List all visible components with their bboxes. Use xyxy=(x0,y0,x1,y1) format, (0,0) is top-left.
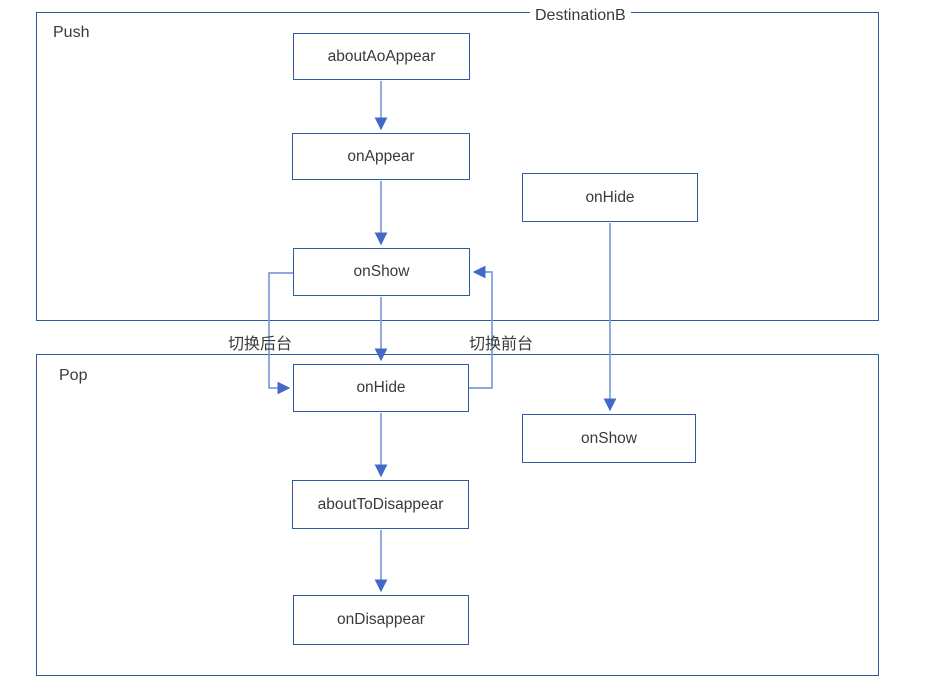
push-container-label: Push xyxy=(53,24,90,41)
node-on-show-push: onShow xyxy=(293,248,470,296)
node-label: onHide xyxy=(585,188,635,206)
destination-b-label: DestinationB xyxy=(530,7,631,25)
node-on-hide-pop: onHide xyxy=(293,364,469,412)
arrow-switch-foreground-loop xyxy=(469,265,493,389)
node-label: aboutToDisappear xyxy=(317,495,444,513)
node-label: aboutAoAppear xyxy=(327,47,436,65)
node-on-disappear: onDisappear xyxy=(293,595,469,645)
node-label: onAppear xyxy=(347,147,415,165)
node-about-ao-appear: aboutAoAppear xyxy=(293,33,470,80)
pop-container: Pop xyxy=(36,354,879,676)
node-on-hide-destination: onHide xyxy=(522,173,698,222)
arrow-switch-background-loop xyxy=(268,272,293,395)
push-container: Push xyxy=(36,12,879,321)
node-about-to-disappear: aboutToDisappear xyxy=(292,480,469,529)
switch-foreground-label: 切换前台 xyxy=(469,336,534,353)
node-on-appear: onAppear xyxy=(292,133,470,180)
switch-background-label: 切换后台 xyxy=(228,336,293,353)
node-label: onShow xyxy=(580,429,637,447)
node-label: onShow xyxy=(353,263,410,280)
node-on-show-destination: onShow xyxy=(522,414,696,463)
pop-container-label: Pop xyxy=(59,367,88,384)
node-label: onHide xyxy=(356,379,406,396)
node-label: onDisappear xyxy=(337,611,425,628)
